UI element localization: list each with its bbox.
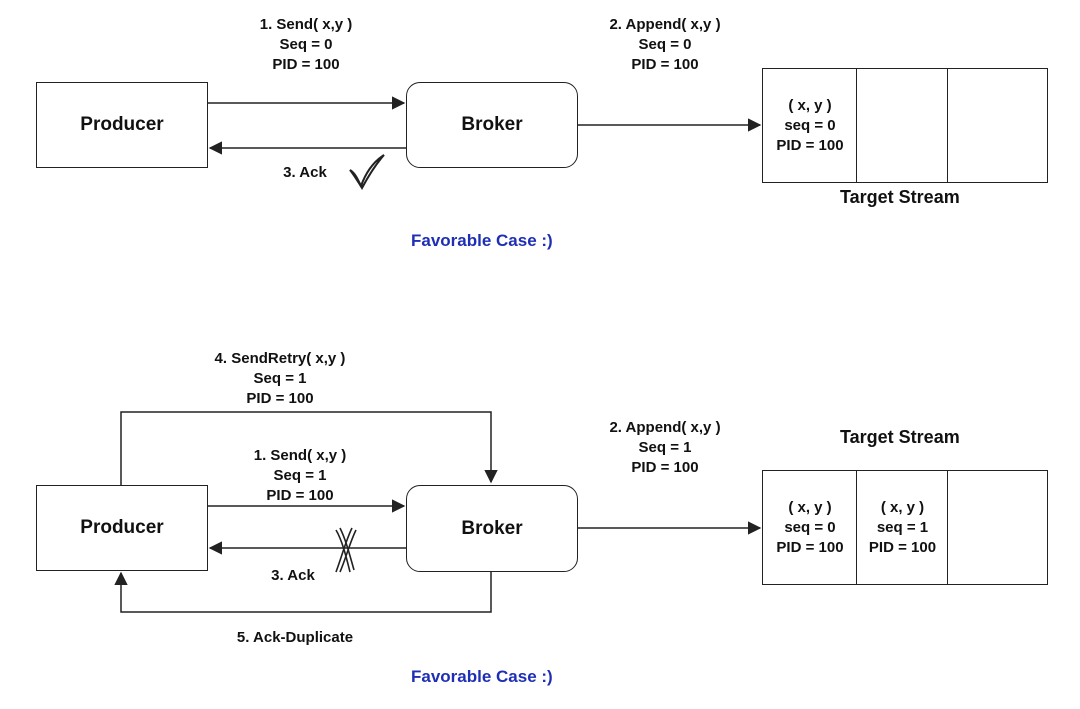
bottom-append-label: 2. Append( x,y ) Seq = 1 PID = 100 [590, 418, 740, 478]
bottom-cell-1-line-2: seq = 0 [784, 518, 836, 536]
bottom-retry-line-2: Seq = 1 [253, 370, 307, 387]
bottom-send-line-3: PID = 100 [266, 487, 334, 504]
bottom-stream-title: Target Stream [840, 427, 960, 447]
top-stream-cell-3 [947, 68, 1048, 183]
top-stream-cell-1: ( x, y ) seq = 0 PID = 100 [762, 68, 858, 183]
bottom-send-line-2: Seq = 1 [273, 467, 327, 484]
bottom-ack-duplicate-arrow [114, 571, 492, 613]
bottom-retry-line-3: PID = 100 [246, 390, 314, 407]
top-cell-1-line-2: seq = 0 [784, 116, 836, 134]
top-send-line-3: PID = 100 [272, 56, 340, 73]
cross-icon [335, 527, 357, 573]
bottom-producer-box: Producer [36, 485, 208, 571]
top-stream-cell-2 [856, 68, 949, 183]
bottom-retry-line-1: 4. SendRetry( x,y ) [214, 350, 346, 367]
top-send-line-2: Seq = 0 [279, 36, 333, 53]
top-cell-1-line-3: PID = 100 [776, 136, 844, 154]
bottom-stream-cell-1: ( x, y ) seq = 0 PID = 100 [762, 470, 858, 585]
bottom-stream-cell-2: ( x, y ) seq = 1 PID = 100 [856, 470, 949, 585]
top-caption: Favorable Case :) [411, 231, 553, 250]
top-send-line-1: 1. Send( x,y ) [259, 16, 353, 33]
checkmark-icon [349, 154, 385, 190]
bottom-ack-duplicate-label: 5. Ack-Duplicate [236, 629, 354, 646]
top-producer-box: Producer [36, 82, 208, 168]
bottom-broker-box: Broker [406, 485, 578, 572]
bottom-cell-2-line-1: ( x, y ) [880, 498, 925, 516]
top-append-label: 2. Append( x,y ) Seq = 0 PID = 100 [590, 15, 740, 75]
bottom-append-line-2: Seq = 1 [638, 439, 692, 456]
bottom-cell-2-line-3: PID = 100 [868, 538, 937, 556]
top-cell-1-line-1: ( x, y ) [788, 96, 832, 114]
top-append-line-1: 2. Append( x,y ) [609, 16, 721, 33]
bottom-append-line-1: 2. Append( x,y ) [609, 419, 721, 436]
bottom-retry-label: 4. SendRetry( x,y ) Seq = 1 PID = 100 [190, 349, 370, 409]
top-broker-box: Broker [406, 82, 578, 168]
top-stream-title: Target Stream [840, 187, 960, 207]
bottom-retry-arrow [120, 411, 498, 485]
bottom-stream-cell-3 [947, 470, 1048, 585]
bottom-cell-1-line-1: ( x, y ) [788, 498, 832, 516]
bottom-ack-label: 3. Ack [271, 567, 315, 584]
bottom-send-label: 1. Send( x,y ) Seq = 1 PID = 100 [230, 446, 370, 506]
top-append-line-2: Seq = 0 [638, 36, 692, 53]
bottom-caption: Favorable Case :) [411, 667, 553, 686]
bottom-cell-2-line-2: seq = 1 [876, 518, 929, 536]
bottom-append-line-3: PID = 100 [631, 459, 699, 476]
top-append-line-3: PID = 100 [631, 56, 699, 73]
top-send-label: 1. Send( x,y ) Seq = 0 PID = 100 [236, 15, 376, 75]
bottom-cell-1-line-3: PID = 100 [776, 538, 844, 556]
bottom-send-line-1: 1. Send( x,y ) [253, 447, 347, 464]
top-ack-label: 3. Ack [283, 164, 327, 181]
